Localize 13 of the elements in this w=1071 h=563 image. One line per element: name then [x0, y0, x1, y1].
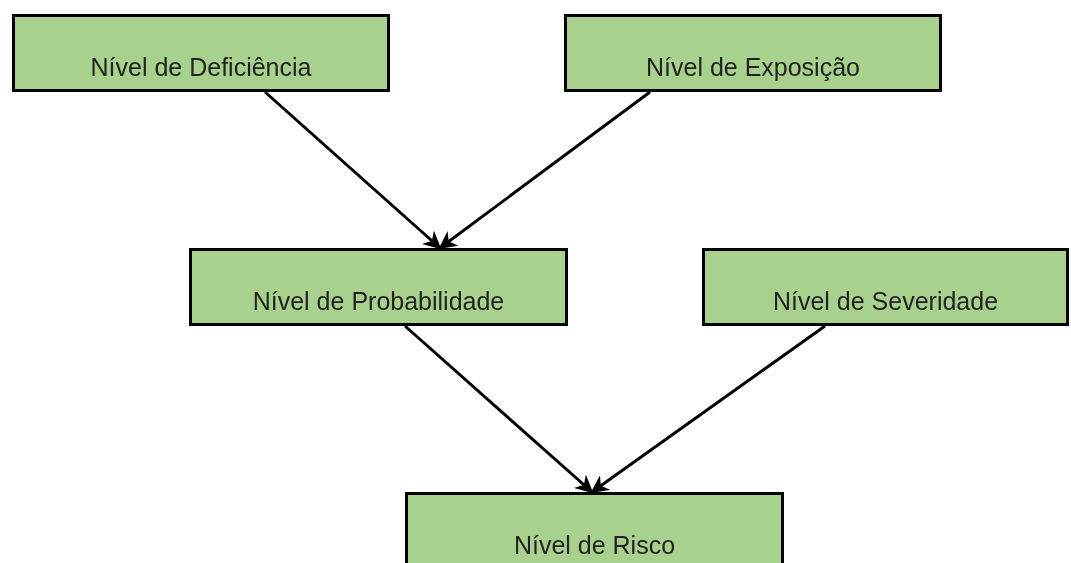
box-label: Nível de Severidade — [772, 287, 999, 316]
process-box — [564, 14, 942, 92]
process-box — [702, 248, 1069, 326]
arrow — [404, 324, 594, 494]
process-box — [12, 14, 390, 92]
process-box — [189, 248, 568, 326]
arrow — [590, 324, 826, 494]
arrow — [264, 90, 442, 250]
box-label: Nível de Probabilidade — [252, 287, 505, 316]
box-label: Nível de Deficiência — [90, 53, 312, 82]
box-label: Nível de Risco — [513, 531, 676, 560]
box-label: Nível de Exposição — [646, 53, 860, 82]
arrow — [438, 90, 651, 250]
